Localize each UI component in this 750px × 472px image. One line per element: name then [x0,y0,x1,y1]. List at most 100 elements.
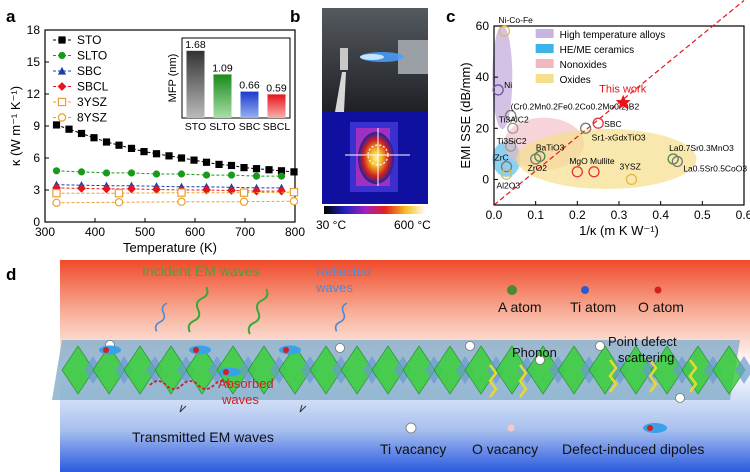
data-point [215,160,223,168]
incident-waves-label: Incident EM waves [142,263,260,279]
legend-entry: 3YSZ [77,95,107,109]
inset-category-label: SBCL [263,121,291,133]
dipole-icon-charge [647,425,653,431]
ti-vacancy-label: Ti vacancy [380,441,446,457]
point-label: (Cr0.2Mn0.2Fe0.2Co0.2Mo0.2)B2 [511,102,640,112]
reflected-wave-2 [334,302,348,332]
ti-vacancy [335,343,345,353]
legend-marker [57,82,67,91]
a-atom-label: A atom [498,299,542,315]
legend-entry: High temperature alloys [560,30,666,41]
defect-dipoles-label: Defect-induced dipoles [562,441,704,457]
data-point [240,164,248,172]
reflected-label-line2: waves [315,280,353,295]
dipole-charge [283,347,289,353]
absorbed-label-line1: Absorbed [218,376,274,391]
data-point [165,152,173,160]
ti-vacancy [535,355,545,365]
point-this-work [615,94,631,110]
y-tick-label: 0 [33,215,40,229]
data-point [227,171,236,179]
legend-entry: STO [77,33,101,47]
y-tick-label: 18 [27,23,41,37]
y-tick-label: 9 [33,119,40,133]
data-point [534,150,546,163]
inset-bar-value: 1.68 [185,39,206,51]
octahedron [61,345,95,395]
octahedron [185,345,219,395]
region-oxides [516,128,697,189]
y-tick-label: 15 [27,55,41,69]
dipole-icon [643,423,667,433]
data-point [202,158,211,166]
data-point [127,169,136,177]
defect-dipole [279,345,301,355]
legend-marker [58,51,66,60]
point-label: 3YSZ [620,161,641,171]
colorbar-max-label: 600 °C [394,218,431,232]
octahedron [154,345,188,395]
data-point [114,189,124,198]
o-atom-label: O atom [638,299,684,315]
series-slto [52,167,286,180]
data-point [115,141,123,149]
phonon-zigzag-5 [688,359,698,393]
octahedron [464,345,498,395]
x-tick-label: 400 [85,225,105,239]
ti-vacancy [595,341,605,351]
octahedron [712,345,746,395]
dipole-charge [223,369,229,375]
tweezers [335,72,346,112]
y-tick-label: 12 [27,87,41,101]
series-line [56,200,295,204]
legend-entry: SBCL [77,80,109,94]
octahedron [681,345,715,395]
defect-dipole [99,345,121,355]
legend-swatch [535,74,554,83]
data-point [505,109,517,122]
data-point [202,171,211,179]
data-point [152,150,161,158]
x-tick-label: 0.6 [736,208,750,222]
data-point [252,165,261,173]
transmitted-wave-2 [299,404,307,413]
o-vacancy-icon [507,424,515,432]
ti-vacancy-icon [405,422,417,434]
legend-entry: SBC [77,64,102,78]
point-defect-label-line1: Point defect [608,334,677,349]
phonon-zigzag-4 [648,359,658,393]
data-point [500,168,513,180]
incident-wave-1 [187,286,209,333]
data-point [227,161,236,170]
ti-atom-label: Ti atom [570,299,616,315]
a-atom-icon [507,285,517,295]
legend-entry: Nonoxides [560,60,607,71]
data-point [592,117,604,129]
point-label: Ni [504,80,512,90]
ti-vacancy [675,393,685,403]
data-point [52,198,61,207]
defect-dipole [189,345,211,355]
transmitted-waves-label: Transmitted EM waves [132,429,274,445]
octahedron [340,345,374,395]
data-point [190,156,198,164]
legend-entry: Oxides [560,75,591,86]
phonon-zigzag-3 [608,359,618,393]
inset-bar-value: 0.66 [239,80,260,92]
x-tick-label: 0.1 [527,208,544,222]
point-label: Ti3AlC2 [499,114,529,124]
data-point [239,197,249,206]
point-label: La0.7Sr0.3MnO3 [669,143,734,153]
o-vacancy-label: O vacancy [472,441,538,457]
phonon-zigzag-2 [518,364,528,398]
data-point [102,184,111,194]
data-point [52,167,61,175]
x-tick-label: 0.3 [611,208,628,222]
inset-y-label: MFP (nm) [167,54,179,103]
data-point [77,184,86,193]
point-defect-label-line2: scattering [618,350,674,365]
data-point [289,196,299,206]
point-label: SBC [604,119,621,129]
octahedron [433,345,467,395]
